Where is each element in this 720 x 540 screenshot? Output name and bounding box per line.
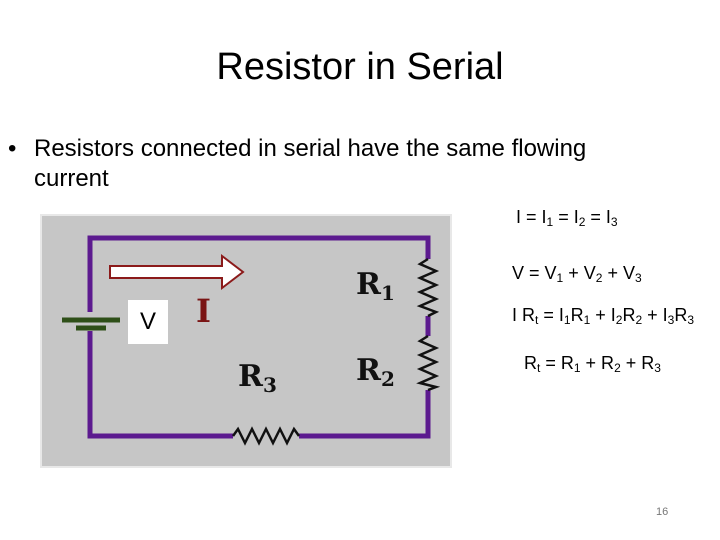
circuit-wire-left-bottom xyxy=(87,331,233,439)
resistor-r2-index: 2 xyxy=(380,367,395,391)
equation-text: R xyxy=(674,305,688,325)
resistor-r1-letter: R xyxy=(356,267,381,302)
equation-text: + I xyxy=(590,305,616,325)
equation-text: + I xyxy=(642,305,668,325)
equation-text: = I xyxy=(585,207,611,227)
equation-text: R xyxy=(570,305,584,325)
equation-subscript: 1 xyxy=(573,361,581,375)
circuit-wire-left-top xyxy=(87,235,431,312)
equation-text: + V xyxy=(602,263,635,283)
equation-subscript: 1 xyxy=(583,313,591,327)
equation-subscript: 3 xyxy=(610,215,618,229)
equation-subscript: 3 xyxy=(634,271,642,285)
equation-subscript: t xyxy=(535,313,539,327)
bullet-dot-icon: • xyxy=(8,135,17,162)
resistor-r1-label: R1 xyxy=(356,267,395,304)
equation-text: I R xyxy=(512,305,536,325)
equation-text: = I xyxy=(553,207,579,227)
equation-subscript: 1 xyxy=(546,215,554,229)
equation-voltage: V = V1 + V2 + V3 xyxy=(512,262,642,284)
equation-text: + R xyxy=(620,353,655,373)
equation-subscript: 2 xyxy=(595,271,603,285)
equation-current: I = I1 = I2 = I3 xyxy=(516,206,618,228)
circuit-panel xyxy=(40,214,452,468)
resistor-r2-label: R2 xyxy=(356,353,395,390)
circuit-wire-bottom-right xyxy=(299,390,431,439)
resistor-r1-symbol xyxy=(416,257,440,318)
equation-subscript: 2 xyxy=(635,313,643,327)
equation-text: V = V xyxy=(512,263,557,283)
equation-text: = R xyxy=(540,353,574,373)
equation-subscript: 1 xyxy=(563,313,571,327)
resistor-r3-index: 3 xyxy=(262,373,277,397)
equation-subscript: 2 xyxy=(614,361,621,375)
page-number: 16 xyxy=(656,506,669,518)
current-arrow-icon xyxy=(109,253,245,291)
equation-text: = I xyxy=(538,305,564,325)
equation-subscript: 1 xyxy=(556,271,564,285)
bullet-text: Resistors connected in serial have the s… xyxy=(34,135,587,192)
equation-resistance: Rt = R1 + R2 + R3 xyxy=(524,352,661,374)
resistor-r3-symbol xyxy=(231,426,301,446)
equation-subscript: 2 xyxy=(615,313,623,327)
equation-text: R xyxy=(622,305,636,325)
equation-subscript: 3 xyxy=(654,361,661,375)
equation-subscript: 3 xyxy=(687,313,695,327)
circuit-diagram xyxy=(40,214,452,468)
equation-text: + R xyxy=(580,353,615,373)
equation-subscript: t xyxy=(537,361,541,375)
current-label: I xyxy=(196,292,211,330)
resistor-r2-symbol xyxy=(416,334,441,392)
slide-title: Resistor in Serial xyxy=(216,46,504,88)
battery-label: V xyxy=(128,300,168,344)
resistor-r1-index: 1 xyxy=(380,281,395,305)
resistor-r2-letter: R xyxy=(356,353,381,388)
equation-text: I = I xyxy=(516,207,547,227)
equation-ohm: I Rt = I1R1 + I2R2 + I3R3 xyxy=(512,304,694,326)
equation-text: + V xyxy=(563,263,596,283)
equation-subscript: 3 xyxy=(667,313,675,327)
equation-subscript: 2 xyxy=(578,215,586,229)
resistor-r3-letter: R xyxy=(238,359,263,394)
equation-text: R xyxy=(524,353,537,373)
resistor-r3-label: R3 xyxy=(238,359,277,396)
